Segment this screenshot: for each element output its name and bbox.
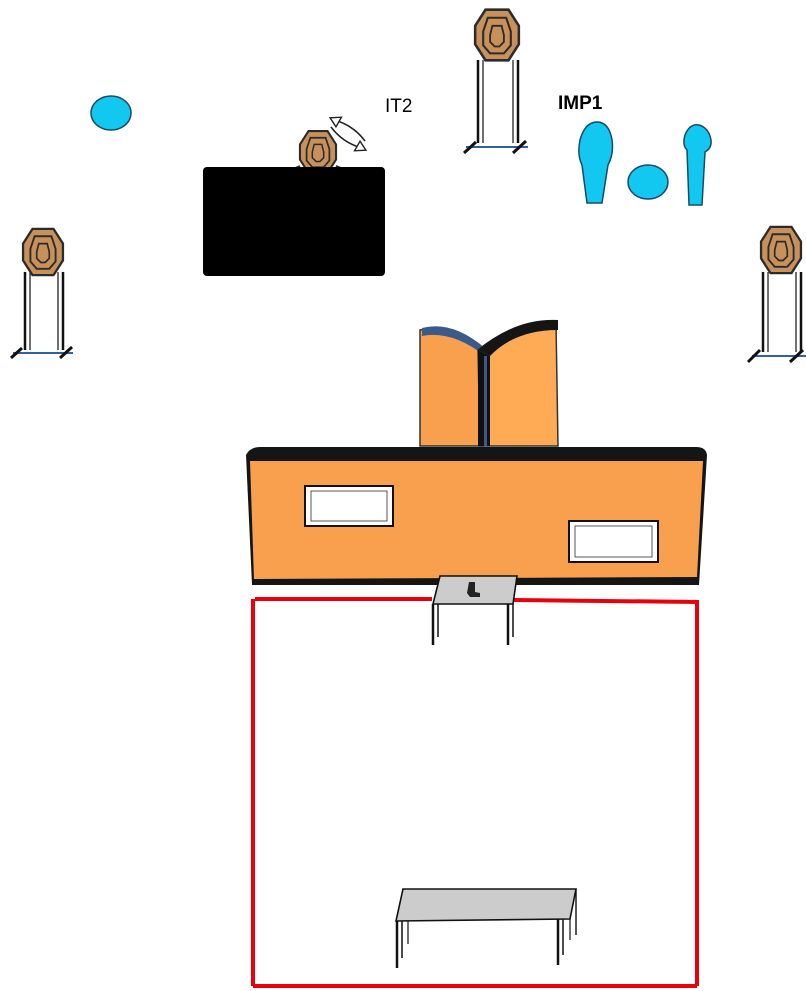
target-stand-top	[462, 8, 528, 155]
black-barrier	[203, 167, 385, 276]
fault-line	[251, 597, 700, 988]
rotate-arrow-icon	[328, 116, 368, 152]
window-left	[304, 485, 394, 527]
start-table-gun	[431, 575, 518, 645]
no-shoot-left	[90, 95, 132, 131]
target-stand-right	[746, 225, 806, 364]
target-stand-left	[9, 227, 74, 360]
gun-icon	[467, 582, 480, 597]
shooting-area-table	[395, 888, 577, 968]
no-shoot-plate	[627, 164, 669, 200]
popper-no-shoot-left	[578, 121, 614, 204]
label-it2: IT2	[385, 96, 413, 117]
v-barrier	[419, 319, 559, 447]
popper-no-shoot-right	[683, 123, 712, 206]
window-right	[568, 520, 659, 563]
front-wall	[246, 447, 707, 585]
label-imp1: IMP1	[558, 93, 603, 114]
